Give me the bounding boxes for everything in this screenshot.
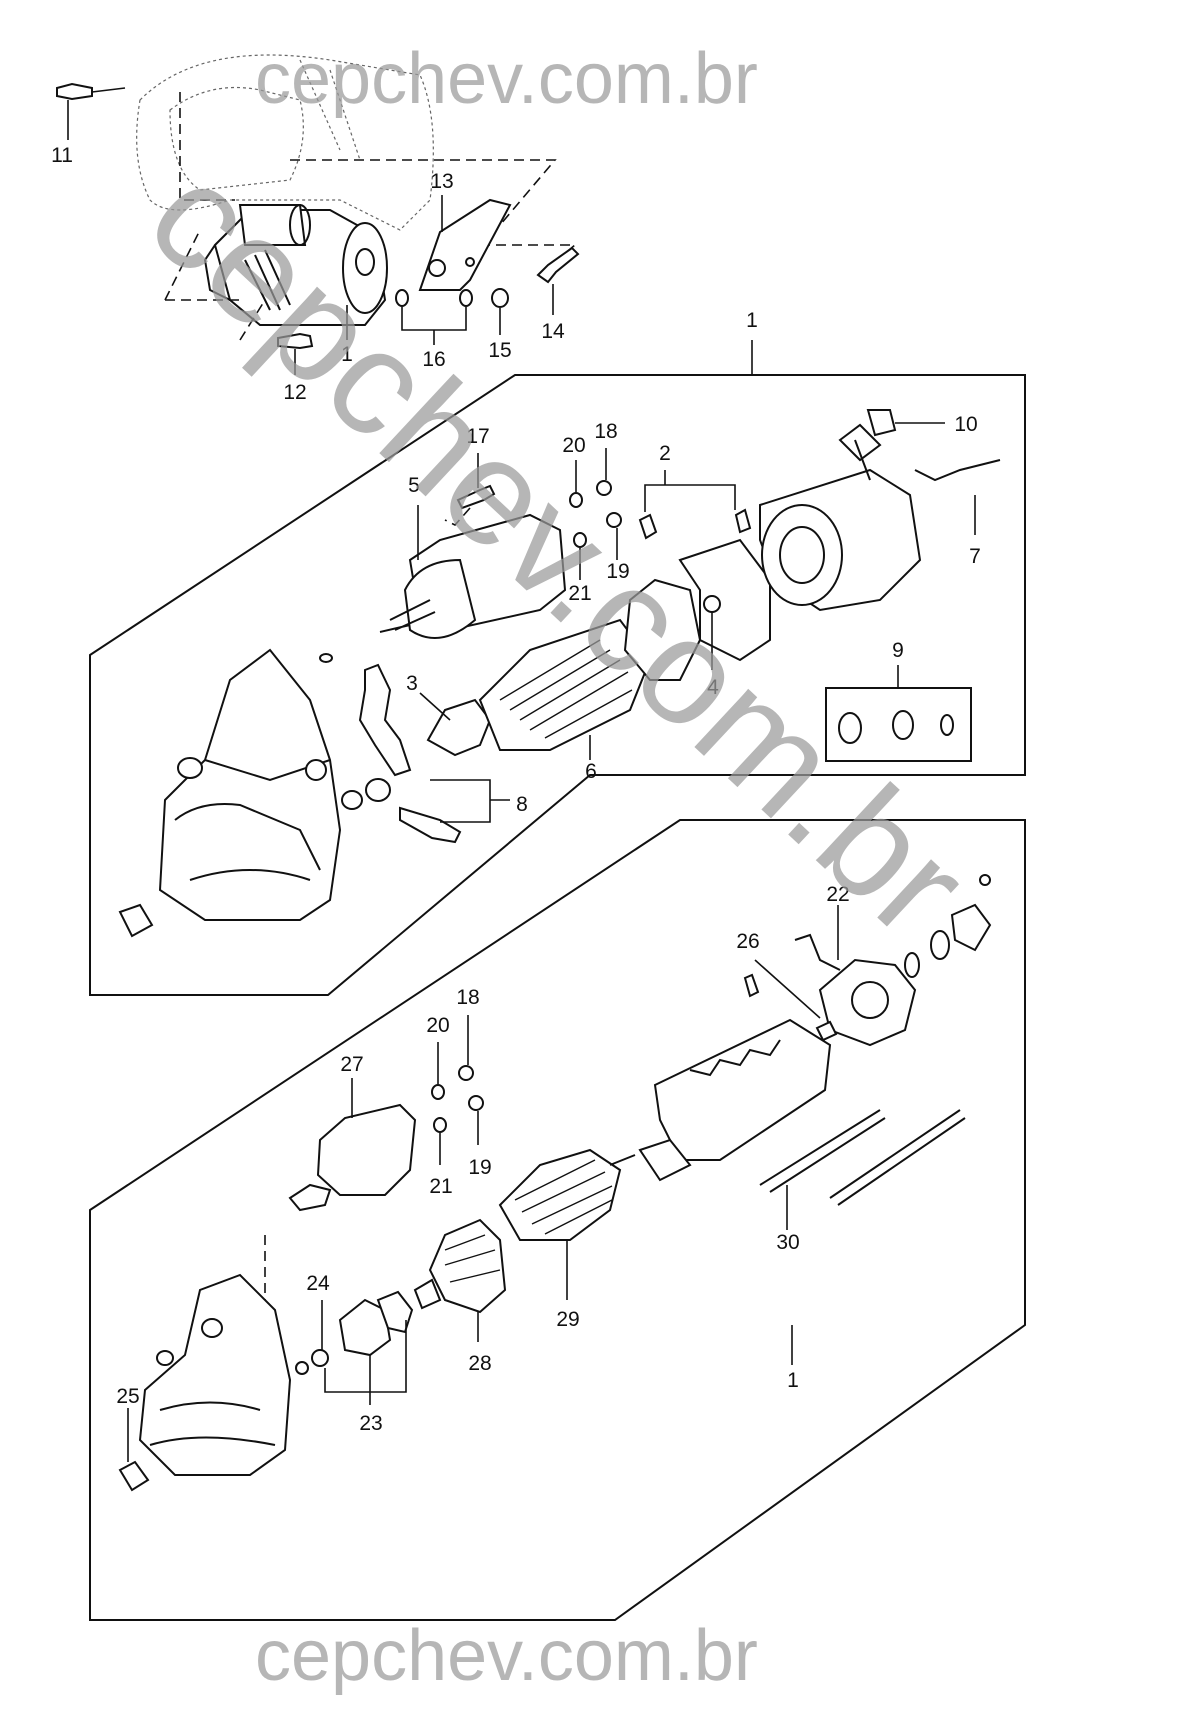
label-19-lower: 19 <box>468 1156 491 1179</box>
label-21-lower: 21 <box>429 1175 452 1198</box>
label-5: 5 <box>408 474 420 497</box>
label-17: 17 <box>466 425 489 448</box>
upper-exploded-panel <box>89 340 1026 996</box>
label-21-upper: 21 <box>568 582 591 605</box>
lower-exploded-panel <box>89 819 1026 1621</box>
label-30: 30 <box>776 1231 799 1254</box>
label-10: 10 <box>954 413 977 436</box>
watermark-bottom: cepchev.com.br <box>255 1616 758 1696</box>
label-14: 14 <box>541 320 565 343</box>
installed-starter-view <box>56 54 580 375</box>
label-29: 29 <box>556 1308 579 1331</box>
label-11: 11 <box>51 144 73 167</box>
label-13: 13 <box>430 170 453 193</box>
label-22: 22 <box>826 883 849 906</box>
label-12: 12 <box>283 381 306 404</box>
label-23: 23 <box>359 1412 382 1435</box>
callout-labels: 11 13 14 16 15 1 12 1 10 17 18 20 2 5 7 … <box>51 144 981 1435</box>
label-15: 15 <box>488 339 511 362</box>
label-4: 4 <box>707 676 719 699</box>
label-20-upper: 20 <box>562 434 585 457</box>
upper-panel-frame <box>89 374 1026 996</box>
label-1-lower: 1 <box>787 1369 799 1392</box>
label-1-top: 1 <box>341 343 353 366</box>
label-18-lower: 18 <box>456 986 479 1009</box>
label-6: 6 <box>585 760 597 783</box>
label-18-upper: 18 <box>594 420 617 443</box>
label-27: 27 <box>340 1053 363 1076</box>
label-7: 7 <box>969 545 981 568</box>
label-1-upper: 1 <box>746 309 758 332</box>
label-8: 8 <box>516 793 528 816</box>
label-9: 9 <box>892 639 904 662</box>
label-25: 25 <box>116 1385 139 1408</box>
label-28: 28 <box>468 1352 491 1375</box>
label-24: 24 <box>306 1272 330 1295</box>
watermark-top: cepchev.com.br <box>255 39 758 119</box>
label-19-upper: 19 <box>606 560 629 583</box>
label-16: 16 <box>422 348 445 371</box>
lower-panel-frame <box>89 819 1026 1621</box>
label-26: 26 <box>736 930 759 953</box>
label-3: 3 <box>406 672 418 695</box>
label-20-lower: 20 <box>426 1014 449 1037</box>
label-2: 2 <box>659 442 671 465</box>
